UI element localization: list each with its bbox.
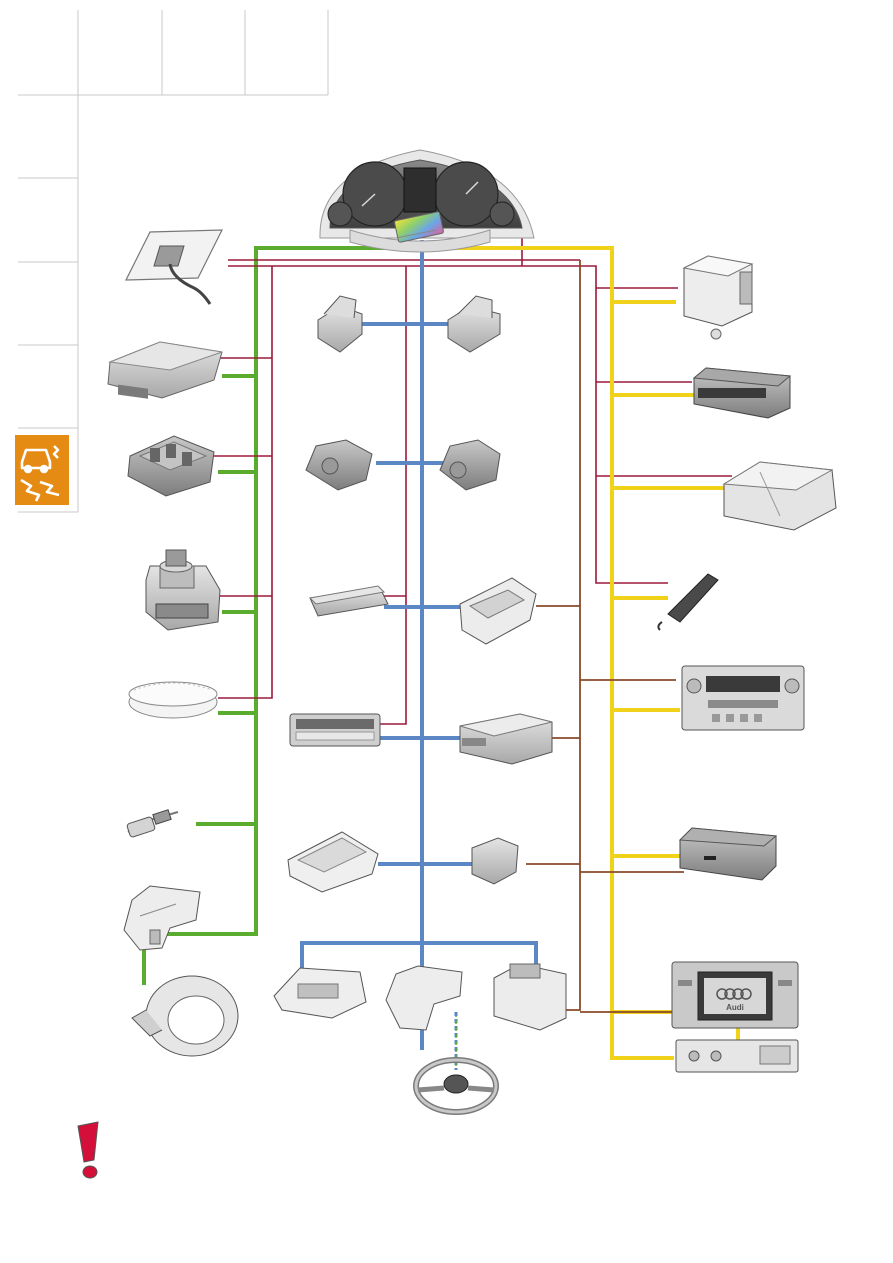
gateway-module	[394, 211, 444, 243]
navigation-cd-drive	[678, 827, 778, 881]
navigation-computer	[675, 1039, 799, 1073]
warning-exclamation-icon	[77, 1121, 99, 1179]
transmission-control-unit	[127, 435, 215, 497]
steering-column-module-left	[123, 885, 201, 951]
page-frame	[18, 10, 329, 513]
window-motor-rear-left	[305, 439, 373, 491]
diagnostic-connector	[125, 229, 223, 305]
window-motor-rear-right	[439, 439, 501, 491]
steering-wheel	[413, 1057, 499, 1115]
tv-tuner-box	[682, 255, 754, 340]
radio-unit	[681, 665, 805, 731]
infotainment-can-bus	[432, 246, 740, 1060]
cd-changer	[692, 367, 792, 419]
brand-text: Audi	[726, 1003, 744, 1012]
climate-control-panel	[289, 713, 381, 747]
car-collision-icon	[20, 445, 60, 502]
engine-control-unit	[107, 341, 223, 399]
steering-column-module-center	[385, 965, 463, 1031]
abs-control-unit	[145, 549, 221, 631]
diagnosis-bus	[212, 232, 732, 725]
navigation-display-unit: Audi	[671, 961, 799, 1029]
trailer-detection-module	[471, 837, 519, 885]
audi-rings-logo	[716, 988, 752, 1000]
powertrain-can-bus	[142, 246, 406, 985]
rain-light-sensor	[128, 681, 218, 719]
window-motor-front-left	[317, 295, 363, 353]
section-icon-car-collision	[15, 435, 69, 505]
comfort-control-unit	[459, 577, 537, 645]
amplifier	[722, 461, 837, 531]
seat-memory-control-unit	[287, 831, 379, 893]
single-wire-bus	[526, 260, 684, 1013]
clock-spring	[131, 975, 239, 1057]
seat-adjust-module	[273, 967, 367, 1019]
instrument-cluster	[319, 149, 535, 253]
climatronic-control-unit	[459, 713, 553, 765]
lambda-probe	[126, 809, 179, 838]
airbag-control-unit	[493, 963, 567, 1031]
comfort-can-bus	[300, 240, 538, 1050]
window-motor-front-right	[447, 295, 501, 353]
central-locking-module	[308, 585, 389, 617]
telephone-handset	[657, 573, 719, 631]
